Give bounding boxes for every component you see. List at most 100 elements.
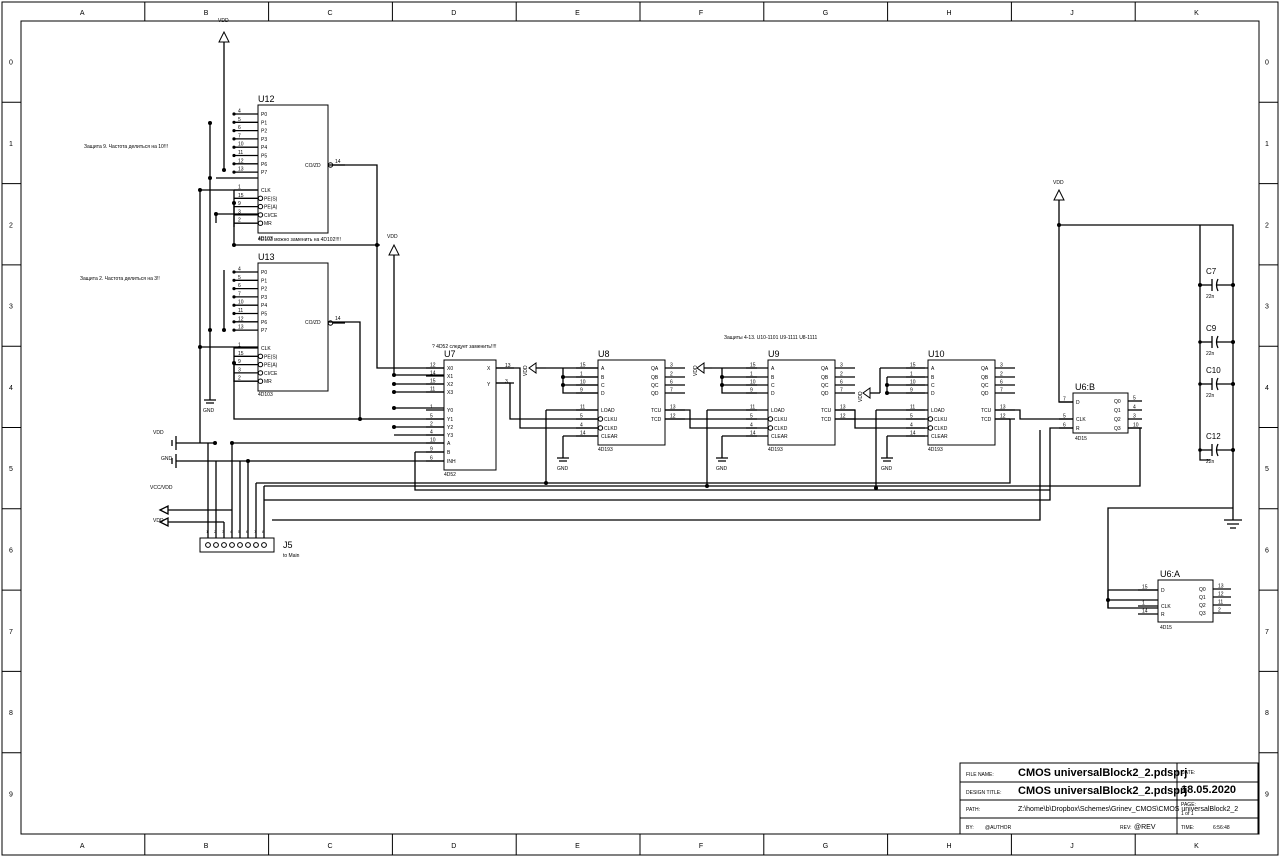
u13-pin-p2-num: 6 xyxy=(238,283,241,289)
col-label-top: C xyxy=(328,10,333,17)
u10-pin-qb-label: QB xyxy=(981,375,989,381)
u7-pin-x0-num: 12 xyxy=(430,363,436,369)
u7-pin-inh-num: 6 xyxy=(430,456,433,462)
u13-pin-p5-label: P5 xyxy=(261,312,267,318)
u12-pin-p6-num: 12 xyxy=(238,158,244,164)
u10-pin-d-num: 9 xyxy=(910,388,913,394)
u6a-pin-d-label: D xyxy=(1161,588,1165,594)
u12-ctl-3-label: CI/CE xyxy=(264,213,278,219)
col-label-top: E xyxy=(575,10,580,17)
row-label-left: 1 xyxy=(9,141,13,148)
row-label-left: 2 xyxy=(9,222,13,229)
capacitor-ref: C10 xyxy=(1206,366,1221,375)
tb-time: 6:56:48 xyxy=(1213,825,1230,831)
u12-ctl-0-label: CLK xyxy=(261,188,271,194)
u7-pin-y1-num: 5 xyxy=(430,414,433,420)
tb-design-title: CMOS universalBlock2_2.pdsprj xyxy=(1018,785,1187,797)
tb-time-label: TIME: xyxy=(1181,825,1194,831)
u6a-pin-d-num: 15 xyxy=(1142,585,1148,591)
svg-text:VDD: VDD xyxy=(387,234,398,240)
u13-out-pin: CO/ZD xyxy=(305,320,321,326)
u12-pin-p7-num: 13 xyxy=(238,167,244,173)
u9-pin-qa-label: QA xyxy=(821,366,829,372)
u8-ref: U8 xyxy=(598,349,610,359)
u13-pin-p3-num: 7 xyxy=(238,291,241,297)
col-label-bottom: A xyxy=(80,843,85,850)
u8-pin-b-num: 1 xyxy=(580,372,583,378)
u13-pin-p2-label: P2 xyxy=(261,287,267,293)
u9-ctl-clku-num: 5 xyxy=(750,414,753,420)
u10-pin-tcd-num: 12 xyxy=(1000,414,1006,420)
u6b-pin-d-label: D xyxy=(1076,400,1080,406)
col-label-top: B xyxy=(204,10,209,17)
u6b-pin-q0-num: 5 xyxy=(1133,396,1136,402)
u12-ctl-4-num: 2 xyxy=(238,218,241,224)
u13-ctl-1-num: 15 xyxy=(238,351,244,357)
u12-ctl-2-num: 9 xyxy=(238,201,241,207)
u7-part: 4D52 xyxy=(444,472,456,478)
u10-ctl-clear-num: 14 xyxy=(910,431,916,437)
u10-pin-qc-label: QC xyxy=(981,383,989,389)
u10-pin-qc-num: 6 xyxy=(1000,380,1003,386)
u12-ctl-4-label: MR xyxy=(264,221,272,227)
u9-pin-b-label: B xyxy=(771,375,775,381)
title-block: FILE NAME: CMOS universalBlock2_2.pdsprj… xyxy=(959,762,1259,835)
svg-text:VCC/VDD: VCC/VDD xyxy=(150,485,173,491)
tb-path-label: PATH: xyxy=(966,807,980,813)
u9-pin-tcu-num: 13 xyxy=(840,405,846,411)
row-label-right: 9 xyxy=(1265,791,1269,798)
u13-pin-p3-label: P3 xyxy=(261,295,267,301)
u6b-pin-q3-num: 10 xyxy=(1133,423,1139,429)
u13-note: Защита 2. Частота делиться на 3!! xyxy=(80,276,160,282)
u6b-pin-clk-label: CLK xyxy=(1076,417,1086,423)
u12-pin-p5-num: 11 xyxy=(238,150,243,156)
chip-u7[interactable]: U7 4D52 X 13 Y 3 12X014X115X211X31Y05Y12… xyxy=(426,349,514,478)
col-label-bottom: F xyxy=(699,843,703,850)
u7-pin-x1-num: 14 xyxy=(430,371,436,377)
u12-pin-p0-num: 4 xyxy=(238,109,241,115)
col-label-bottom: E xyxy=(575,843,580,850)
u8-pin-d-num: 9 xyxy=(580,388,583,394)
u6b-pin-d-num: 7 xyxy=(1063,397,1066,403)
u9-pin-qc-label: QC xyxy=(821,383,829,389)
u10-pin-qd-num: 7 xyxy=(1000,388,1003,394)
u10-ref: U10 xyxy=(928,349,945,359)
junctions xyxy=(198,121,1235,602)
row-label-left: 4 xyxy=(9,385,13,392)
col-label-top: F xyxy=(699,10,703,17)
u9-ctl-clear-label: CLEAR xyxy=(771,434,788,440)
u6b-pin-q0-label: Q0 xyxy=(1114,399,1121,405)
chip-u10[interactable]: U104D19315A1B10C9D3QA2QB6QC7QD11LOAD5CLK… xyxy=(906,349,1015,453)
u8-pin-qd-label: QD xyxy=(651,391,659,397)
svg-text:GND: GND xyxy=(716,466,728,472)
col-label-top: H xyxy=(947,10,952,17)
row-label-right: 6 xyxy=(1265,547,1269,554)
svg-text:GND: GND xyxy=(881,466,893,472)
row-label-right: 0 xyxy=(1265,60,1269,67)
u12-pin-p3-label: P3 xyxy=(261,137,267,143)
u13-part: 4D103 xyxy=(258,392,273,398)
u7-pin-x0-label: X0 xyxy=(447,366,453,372)
u12-replace-note: 4D103 можно заменить на 4D102!!!! xyxy=(258,237,341,243)
u13-ctl-3-num: 3 xyxy=(238,367,241,373)
u6a-pin-q2-label: Q2 xyxy=(1199,603,1206,609)
power-symbols: VDD VDD VDD GND GND GND GND VDD GND VCC/… xyxy=(150,18,1242,529)
u13-pin-p0-num: 4 xyxy=(238,267,241,273)
u9-ctl-clku-label: CLKU xyxy=(774,417,788,423)
u9-ctl-clkd-label: CLKD xyxy=(774,426,788,432)
u8-ctl-clear-label: CLEAR xyxy=(601,434,618,440)
capacitor-ref: C9 xyxy=(1206,324,1217,333)
row-label-left: 7 xyxy=(9,629,13,636)
u8-pin-tcu-label: TCU xyxy=(651,408,662,414)
u9-pin-a-label: A xyxy=(771,366,775,372)
chip-u13[interactable]: U13 4D103 CO/ZD 14 4P05P16P27P310P411P51… xyxy=(232,252,345,398)
u7-pin-b-label: B xyxy=(447,450,451,456)
u13-pin-p6-label: P6 xyxy=(261,320,267,326)
u10-pin-b-num: 1 xyxy=(910,372,913,378)
chip-u12[interactable]: U12 4D103 CO/ZD 14 4P05P16P27P310P411P51… xyxy=(232,94,345,242)
chip-u9[interactable]: U94D19315A1B10C9D3QA2QB6QC7QD11LOAD5CLKU… xyxy=(746,349,855,453)
row-label-left: 5 xyxy=(9,466,13,473)
